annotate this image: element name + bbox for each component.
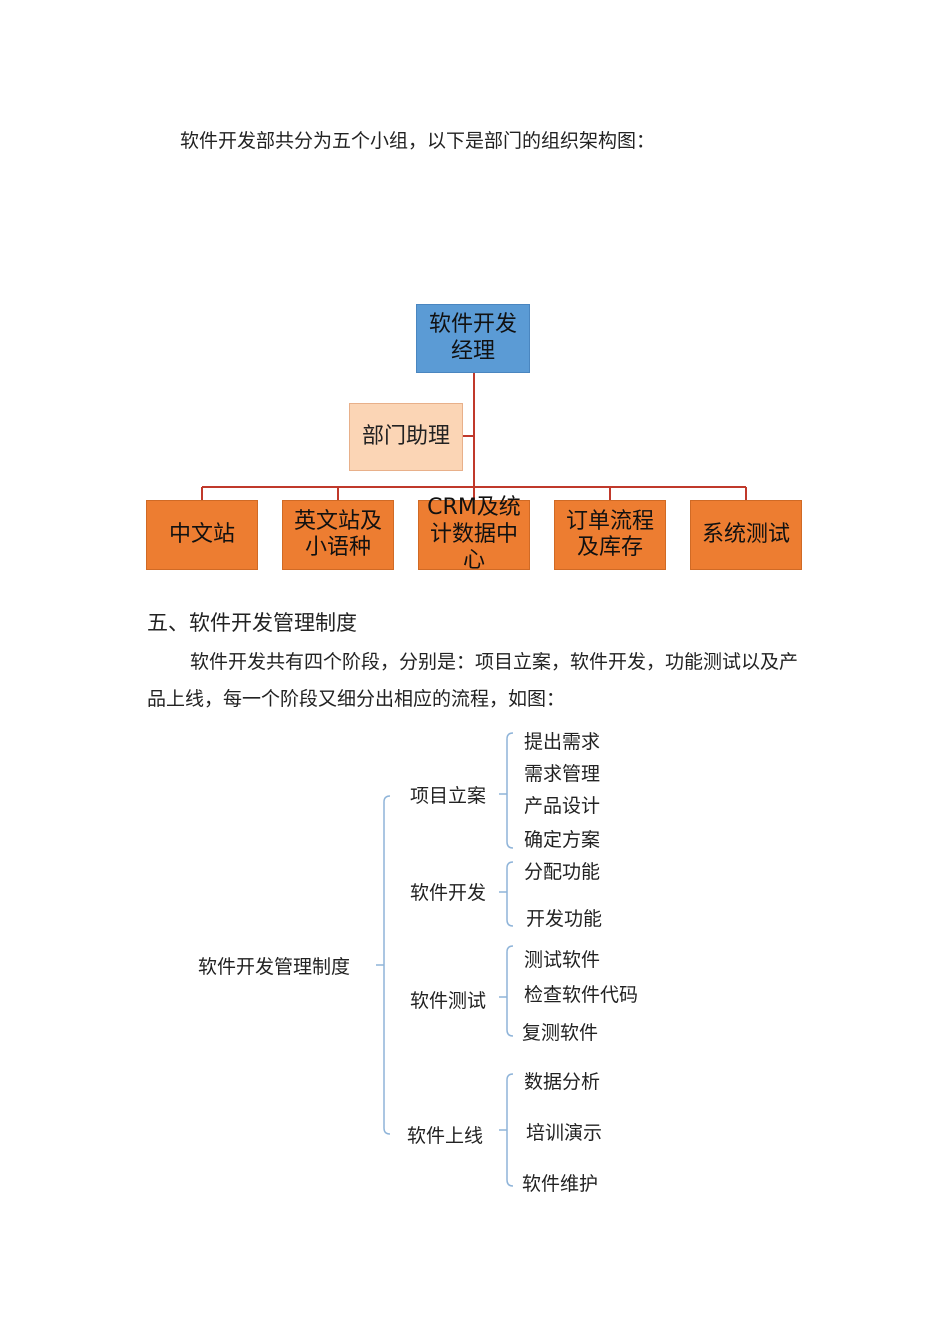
section-heading: 五、软件开发管理制度 (147, 611, 357, 635)
step-label: 分配功能 (524, 861, 601, 883)
step-label: 检查软件代码 (524, 984, 639, 1006)
step-label: 数据分析 (524, 1071, 601, 1093)
step-label: 复测软件 (522, 1022, 599, 1044)
tree-brackets (376, 732, 514, 1187)
step-label: 需求管理 (524, 763, 601, 785)
root-bracket (383, 795, 391, 1135)
stage2-bracket (506, 861, 514, 927)
stage-label-3: 软件测试 (410, 990, 487, 1012)
manager-box: 软件开发经理 (416, 304, 530, 373)
intro-text: 软件开发部共分为五个小组，以下是部门的组织架构图： (180, 130, 656, 152)
step-label: 软件维护 (522, 1173, 599, 1195)
stage4-bracket (506, 1073, 514, 1187)
team-box-english-site: 英文站及小语种 (282, 500, 394, 570)
stage3-bracket (506, 945, 514, 1037)
team-box-order-flow: 订单流程及库存 (554, 500, 666, 570)
stage-label-4: 软件上线 (407, 1125, 484, 1147)
step-label: 培训演示 (526, 1122, 603, 1144)
section-paragraph-line1: 软件开发共有四个阶段，分别是：项目立案，软件开发，功能测试以及产 (190, 651, 799, 673)
step-label: 提出需求 (524, 731, 601, 753)
stage-label-1: 项目立案 (410, 785, 487, 807)
section-paragraph-line2: 品上线，每一个阶段又细分出相应的流程，如图： (147, 688, 566, 710)
step-label: 产品设计 (524, 795, 601, 817)
step-label: 测试软件 (524, 949, 601, 971)
team-box-chinese-site: 中文站 (146, 500, 258, 570)
team-box-system-test: 系统测试 (690, 500, 802, 570)
stage-label-2: 软件开发 (410, 882, 487, 904)
org-chart-connectors (201, 373, 747, 500)
tree-root-label: 软件开发管理制度 (198, 956, 351, 978)
team-box-crm: CRM及统计数据中心 (418, 495, 530, 573)
step-label: 确定方案 (524, 829, 601, 851)
stage1-bracket (506, 732, 514, 849)
assistant-box: 部门助理 (349, 403, 463, 471)
step-label: 开发功能 (526, 908, 603, 930)
